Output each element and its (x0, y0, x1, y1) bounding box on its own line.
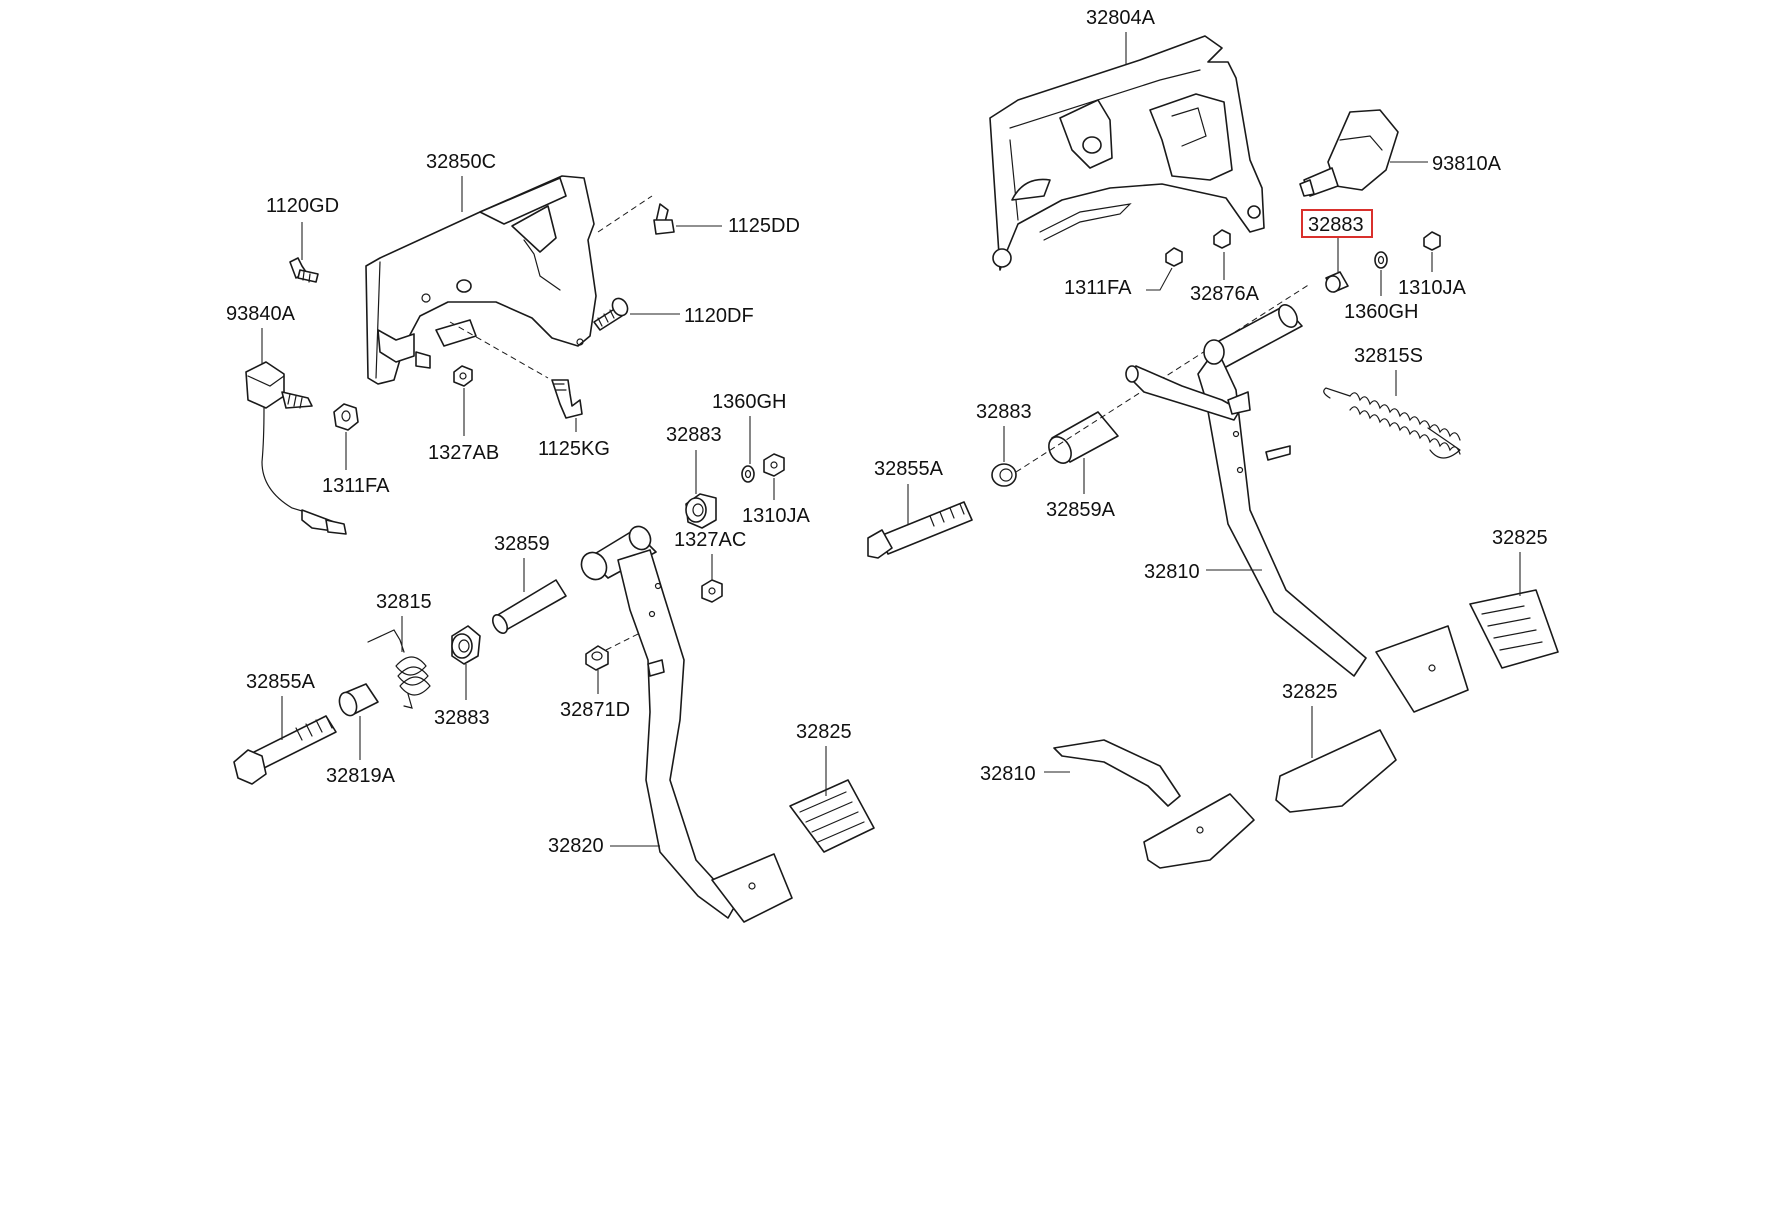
pad-32825-right-lower (1275, 729, 1397, 813)
washer-1360GH-left (741, 465, 755, 483)
label-32855A-left: 32855A (246, 671, 316, 693)
label-32810-top: 32810 (1144, 561, 1200, 583)
nut-1311FA-right (1165, 247, 1183, 267)
label-93840A: 93840A (226, 303, 296, 325)
label-32855A-mid: 32855A (874, 458, 944, 480)
bushing-32883-mid (991, 463, 1017, 487)
label-32871D: 32871D (560, 699, 630, 721)
label-32883-mid: 32883 (976, 401, 1032, 423)
bolt-32855A-right (867, 501, 973, 559)
label-32859A: 32859A (1046, 499, 1116, 521)
label-1310JA-right: 1310JA (1398, 277, 1466, 299)
nut-1327AC (701, 579, 723, 603)
washer-32876A (1213, 229, 1231, 249)
spring-32815S (1323, 387, 1461, 459)
nut-1310JA-right (1423, 231, 1441, 251)
pad-32825-right-upper (1469, 589, 1559, 669)
bolt-1125KG (551, 379, 583, 419)
label-32859: 32859 (494, 533, 550, 555)
washer-1360GH-right (1374, 251, 1388, 269)
sleeve-32859 (491, 579, 567, 634)
stopper-32871D (585, 645, 609, 671)
bolt-1120GD (289, 257, 319, 283)
highlight-box-32883 (1301, 209, 1373, 238)
label-32804A: 32804A (1086, 7, 1156, 29)
nut-1327AB (453, 365, 473, 387)
sleeve-32819A (338, 683, 379, 717)
label-32810-low: 32810 (980, 763, 1036, 785)
pedal-32810-upper (1125, 304, 1469, 713)
label-1310JA-left: 1310JA (742, 505, 810, 527)
label-32876A: 32876A (1190, 283, 1260, 305)
label-32825-left: 32825 (796, 721, 852, 743)
label-1311FA-right: 1311FA (1064, 277, 1132, 299)
bolt-1120DF (593, 297, 629, 331)
label-32883-top: 32883 (1308, 214, 1364, 236)
switch-93810A (1299, 109, 1399, 197)
label-32815S: 32815S (1354, 345, 1423, 367)
sleeve-32859A (1048, 411, 1119, 464)
pad-32825-left (789, 779, 875, 853)
label-93810A: 93810A (1432, 153, 1502, 175)
pedal-32810-lower (1053, 739, 1255, 869)
bolt-32855A-left (233, 715, 337, 785)
label-32825-right1: 32825 (1492, 527, 1548, 549)
nut-1311FA-left (333, 403, 359, 431)
spring-32815 (367, 629, 431, 709)
label-1360GH-left: 1360GH (712, 391, 787, 413)
label-1125KG: 1125KG (538, 438, 610, 460)
label-32820: 32820 (548, 835, 604, 857)
label-32850C: 32850C (426, 151, 496, 173)
bracket-32804A (989, 35, 1265, 271)
label-32883-left1: 32883 (666, 424, 722, 446)
bracket-32850C (365, 175, 597, 385)
label-1327AB: 1327AB (428, 442, 499, 464)
nut-1310JA-left (763, 453, 785, 477)
bushing-32883-left1 (685, 493, 717, 529)
bolt-1125DD (653, 203, 675, 235)
label-32815: 32815 (376, 591, 432, 613)
label-32883-left2: 32883 (434, 707, 490, 729)
bushing-32883-top (1325, 271, 1349, 293)
bushing-32883-left2 (451, 625, 481, 665)
sensor-93840A (245, 361, 347, 535)
label-1360GH-right: 1360GH (1344, 301, 1419, 323)
label-1120DF: 1120DF (684, 305, 754, 327)
label-1311FA-left: 1311FA (322, 475, 390, 497)
label-1327AC: 1327AC (674, 529, 746, 551)
label-32819A: 32819A (326, 765, 396, 787)
label-32825-right2: 32825 (1282, 681, 1338, 703)
label-1125DD: 1125DD (728, 215, 800, 237)
pedal-32820 (580, 525, 793, 923)
label-1120GD: 1120GD (266, 195, 339, 217)
